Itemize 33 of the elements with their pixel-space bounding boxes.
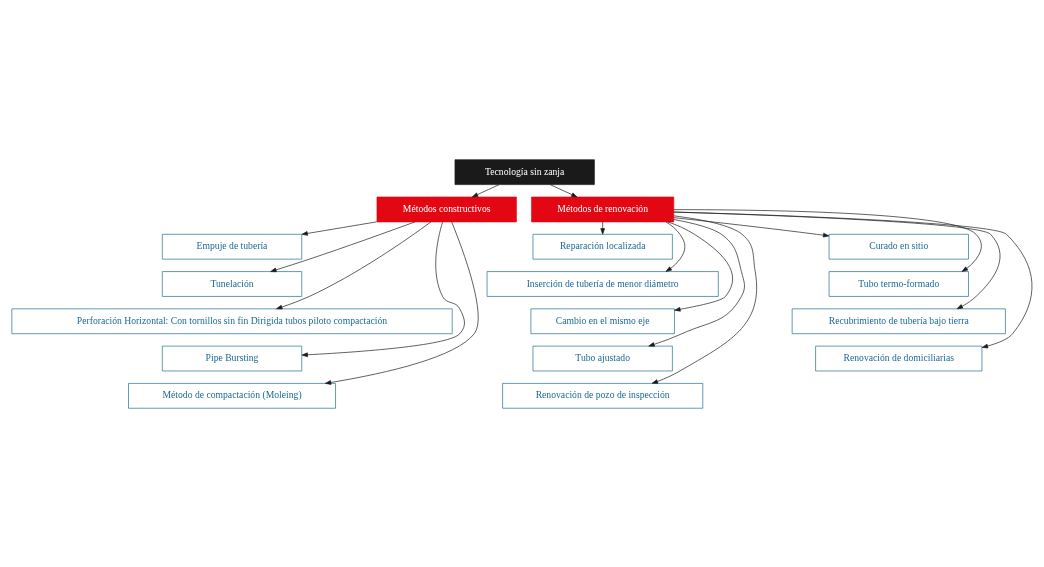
node-box: Método de compactación (Moleing) [128,382,336,409]
node-box: Tecnología sin zanja [454,158,595,185]
node-box: Reparación localizada [532,233,673,259]
node-box: Métodos de renovación [531,196,675,222]
node-box: Tubo ajustado [532,345,673,371]
node-box: Pipe Bursting [161,345,303,371]
arrow [325,221,479,385]
arrow [651,215,757,384]
node-box: Perforación Horizontal: Con tornillos sin fin Dirigida tubos piloto compactación [11,308,453,334]
arrow [673,208,982,272]
arrow [471,183,500,197]
node-box: Renovación de domiciliarias [815,345,983,371]
arrow [673,211,1033,348]
arrow [301,221,465,357]
arrow [648,218,745,347]
node-box: Tunelación [161,270,303,297]
node-box: Inserción de tubería de menor diámetro [486,270,719,297]
node-box: Renovación de pozo de inspección [502,382,704,409]
node-box: Curado en sitio [828,233,969,259]
arrow [301,221,378,236]
arrow [549,183,578,197]
arrow [673,211,1001,309]
arrow [276,221,432,309]
arrow [667,221,733,312]
arrow [665,221,686,272]
node-box: Empuje de tubería [161,233,303,259]
node-box: Tubo termo-formado [828,270,969,297]
arrow [673,216,830,237]
node-box: Métodos constructivos [376,196,517,222]
node-box: Recubrimiento de tubería bajo tierra [791,308,1006,334]
arrow [270,221,416,272]
node-box: Cambio en el mismo eje [530,308,675,334]
arrow [600,221,605,234]
